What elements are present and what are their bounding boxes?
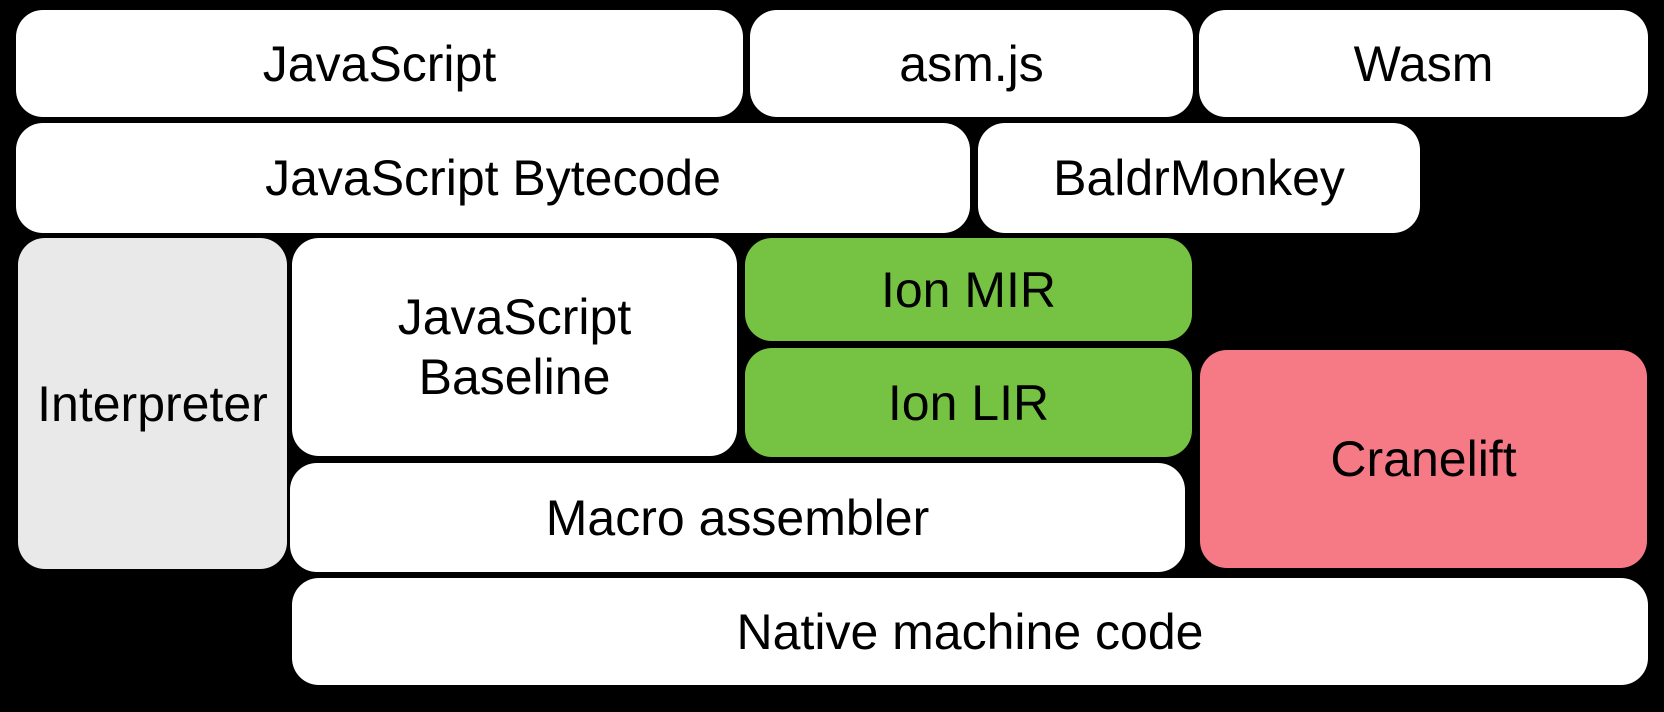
wasm-box: Wasm [1199,10,1648,117]
macro-assembler-box: Macro assembler [290,463,1185,572]
native-machine-code-box: Native machine code [292,578,1648,685]
ion-lir-box: Ion LIR [745,348,1192,457]
javascript-box: JavaScript [16,10,743,117]
ion-mir-box: Ion MIR [745,238,1192,341]
asmjs-box: asm.js [750,10,1193,117]
interpreter-box: Interpreter [18,238,287,569]
javascript-bytecode-box: JavaScript Bytecode [16,123,970,233]
javascript-baseline-box: JavaScript Baseline [292,238,737,456]
baldrmonkey-box: BaldrMonkey [978,123,1420,233]
cranelift-box: Cranelift [1200,350,1647,568]
